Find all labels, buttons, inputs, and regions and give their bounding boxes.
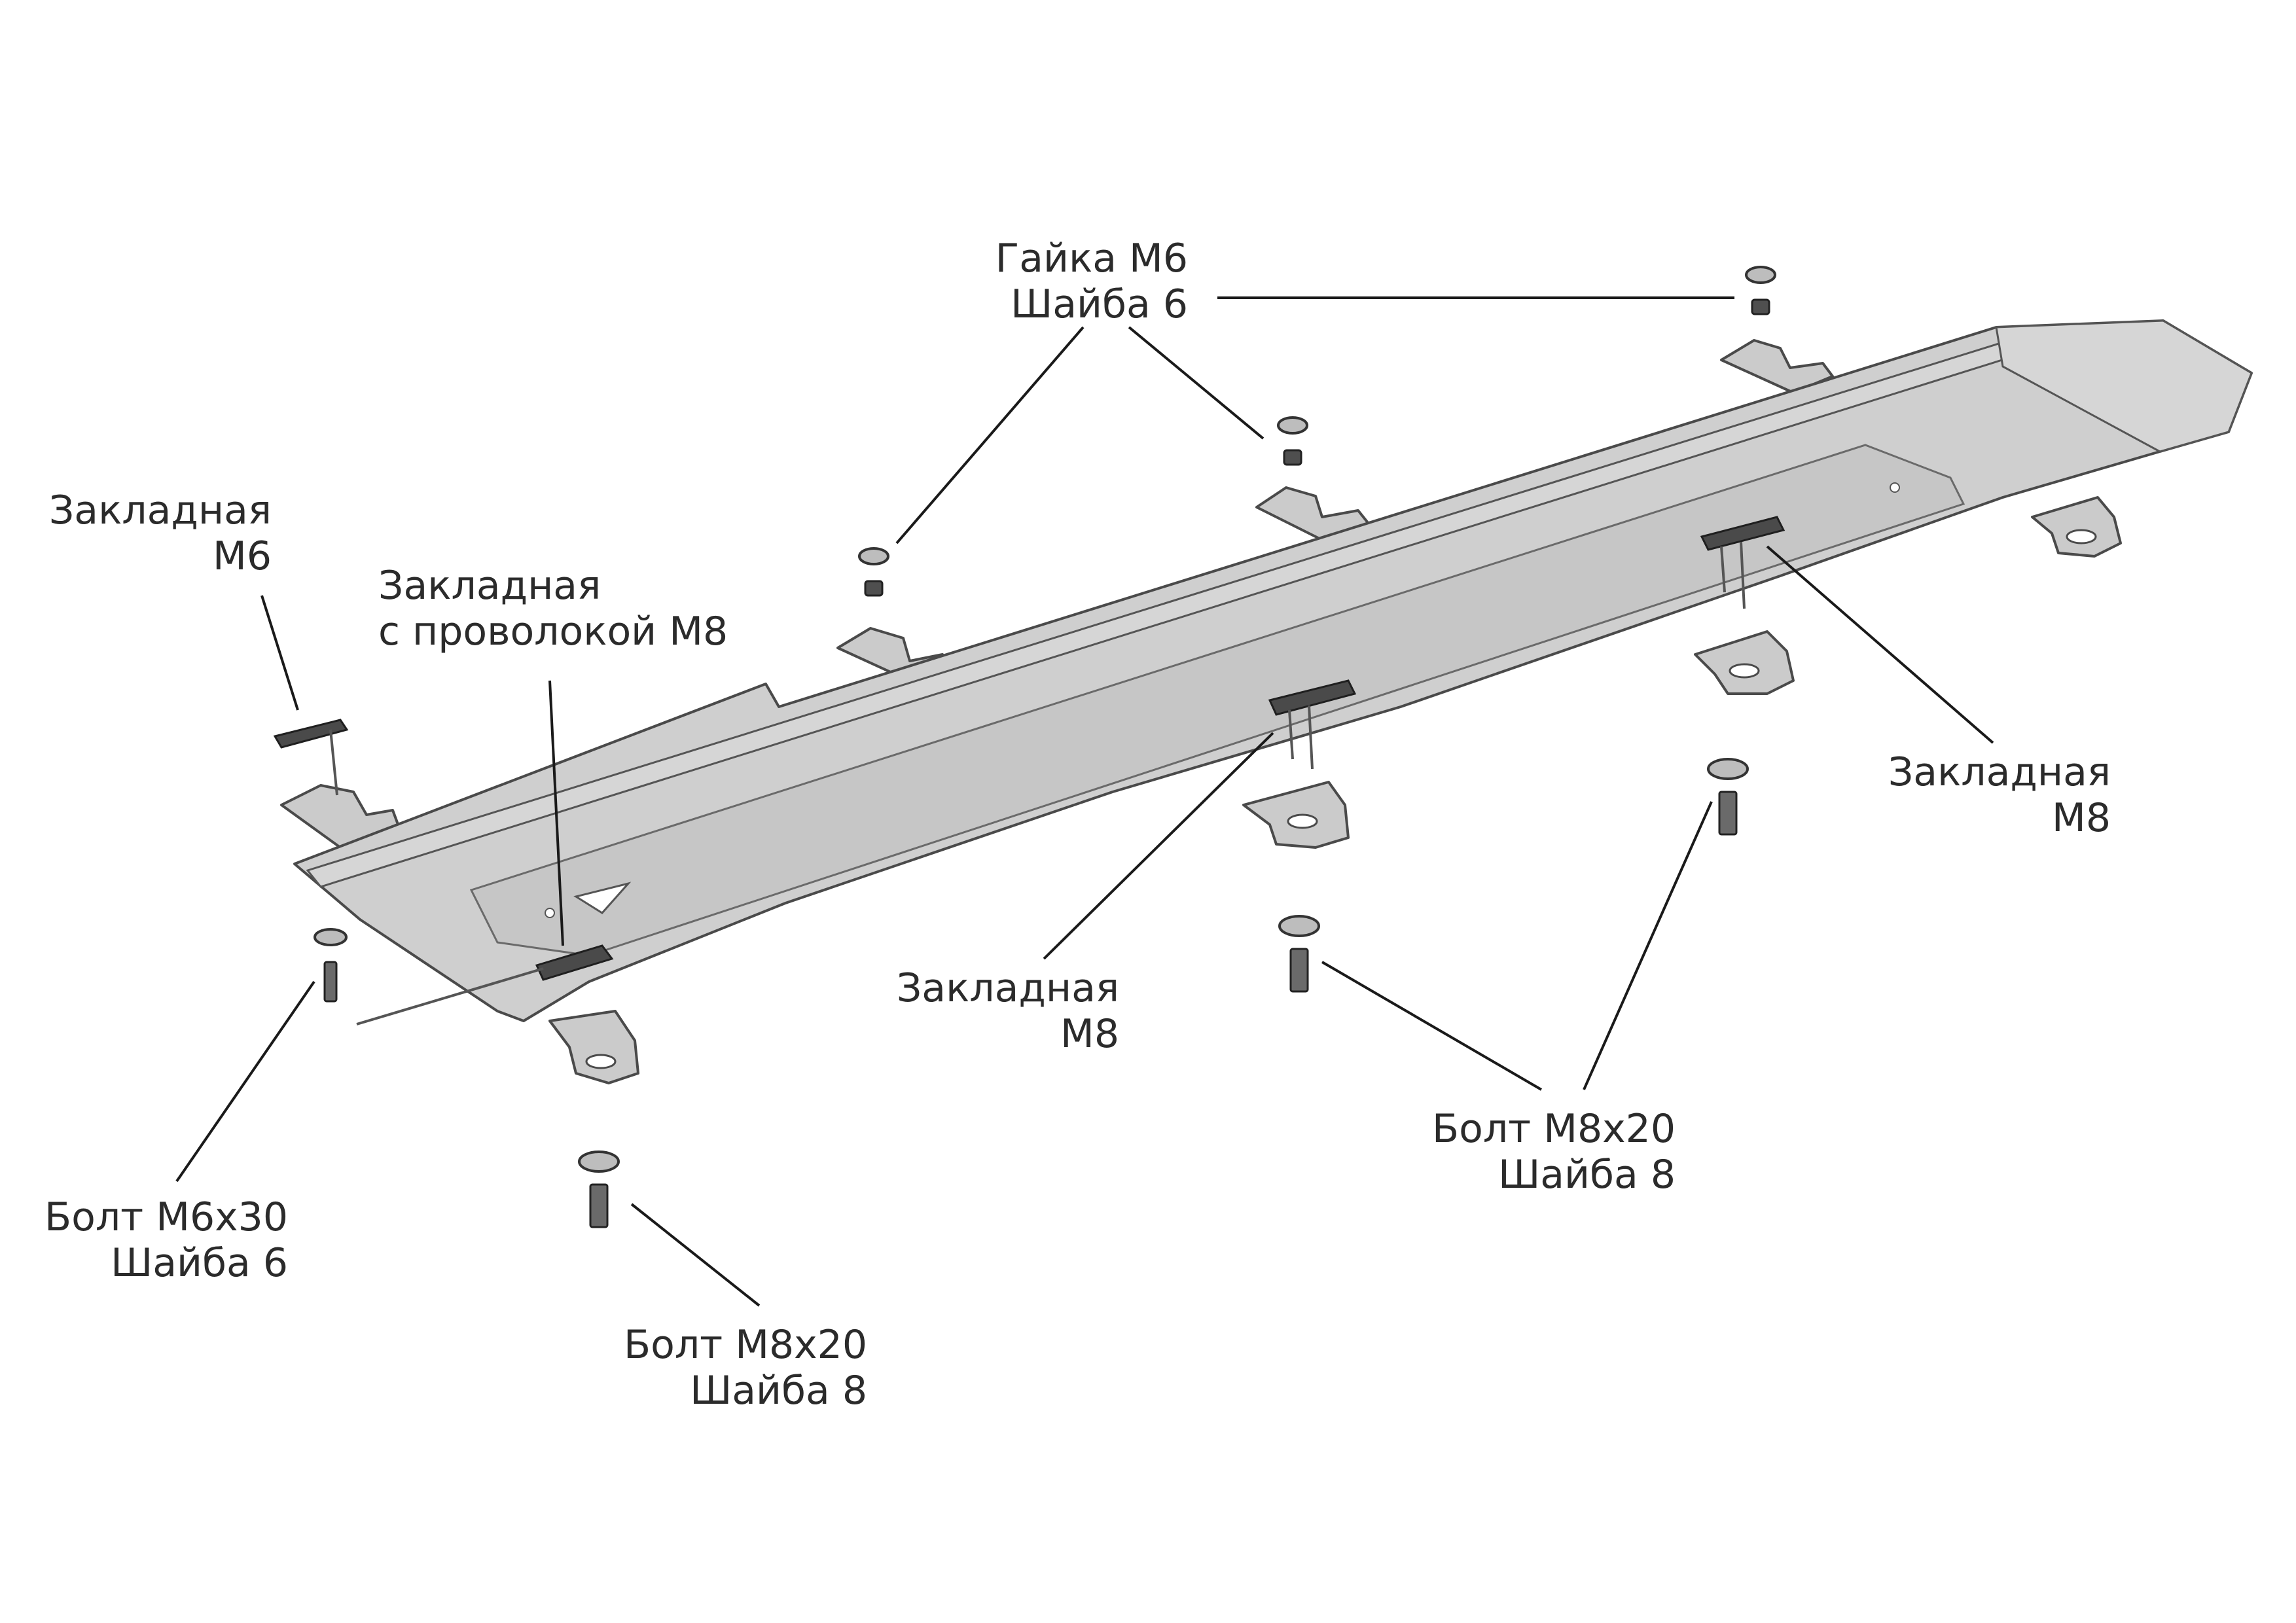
plate-recess bbox=[469, 444, 1965, 957]
label-line: Шайба 8 bbox=[1498, 1152, 1676, 1198]
insert-m8-right bbox=[1700, 516, 1785, 609]
insert-wire-m8 bbox=[356, 944, 614, 1026]
direction-arrow-mark bbox=[573, 882, 632, 914]
label-line: с проволокой М8 bbox=[378, 609, 728, 654]
label-bolt-m8-right: Болт М8х20 Шайба 8 bbox=[1432, 1106, 1676, 1198]
mount-tab-bottom-4 bbox=[2031, 496, 2122, 558]
mount-slot bbox=[2066, 529, 2097, 544]
label-bolt-m8-bottom: Болт М8х20 Шайба 8 bbox=[624, 1322, 867, 1414]
label-line: Болт М8х20 bbox=[624, 1322, 867, 1368]
label-line: Шайба 6 bbox=[1011, 281, 1188, 327]
leader-insert-m8-center bbox=[1043, 732, 1274, 960]
insert-m6 bbox=[273, 719, 349, 796]
skid-plate bbox=[280, 319, 2253, 1084]
label-insert-m8-right: Закладная М8 bbox=[1888, 749, 2111, 841]
label-line: Шайба 8 bbox=[690, 1368, 867, 1414]
plate-nose bbox=[1995, 319, 2253, 453]
mount-tab-bottom-3 bbox=[1694, 630, 1795, 695]
label-line: М8 bbox=[2052, 795, 2111, 841]
label-line: М8 bbox=[1060, 1011, 1119, 1057]
label-line: Закладная bbox=[897, 965, 1119, 1011]
leader-nut-m6-2 bbox=[1128, 326, 1265, 440]
insert-m8-center bbox=[1268, 679, 1357, 770]
plate-hole bbox=[545, 908, 555, 918]
mount-slot bbox=[585, 1054, 617, 1069]
nut-washer-m6-2 bbox=[1277, 416, 1308, 466]
plate-hole bbox=[1890, 482, 1900, 493]
label-line: Закладная bbox=[1888, 749, 2111, 795]
label-line: Шайба 6 bbox=[111, 1240, 288, 1286]
leader-insert-m6 bbox=[260, 595, 299, 711]
leader-bolt-m8-right-b bbox=[1583, 801, 1713, 1090]
bolt-washer-m8-1 bbox=[578, 1150, 620, 1228]
bolt-washer-m8-2 bbox=[1278, 915, 1320, 993]
leader-nut-m6-1 bbox=[895, 326, 1085, 544]
label-line: М6 bbox=[213, 533, 272, 579]
leader-lines bbox=[175, 296, 1994, 1307]
mount-tab-bottom-1 bbox=[548, 1010, 639, 1084]
label-line: Болт М8х20 bbox=[1432, 1106, 1676, 1152]
label-nut-m6: Гайка М6 Шайба 6 bbox=[996, 236, 1188, 327]
leader-bolt-m8-right-a bbox=[1321, 961, 1543, 1091]
leader-insert-wire-m8 bbox=[548, 680, 564, 946]
leader-bolt-m6 bbox=[175, 980, 315, 1183]
label-line: Болт М6х30 bbox=[45, 1194, 288, 1240]
leader-bolt-m8-bottom bbox=[630, 1203, 761, 1307]
bolt-washer-m6 bbox=[314, 928, 348, 1003]
nut-washer-m6-3 bbox=[1745, 266, 1776, 315]
mount-slot bbox=[1729, 663, 1760, 679]
bolt-washer-m8-3 bbox=[1707, 758, 1749, 836]
label-line: Закладная bbox=[49, 488, 272, 533]
nut-washer-m6-1 bbox=[858, 547, 889, 597]
label-insert-m6: Закладная М6 bbox=[49, 488, 272, 579]
mount-slot bbox=[1287, 813, 1318, 829]
label-line: Закладная bbox=[378, 563, 601, 609]
label-insert-wire-m8: Закладная с проволокой М8 bbox=[378, 563, 728, 654]
label-bolt-m6: Болт М6х30 Шайба 6 bbox=[45, 1194, 288, 1286]
leader-insert-m8-right bbox=[1766, 545, 1994, 744]
label-line: Гайка М6 bbox=[996, 236, 1188, 281]
label-insert-m8-center: Закладная М8 bbox=[897, 965, 1119, 1057]
